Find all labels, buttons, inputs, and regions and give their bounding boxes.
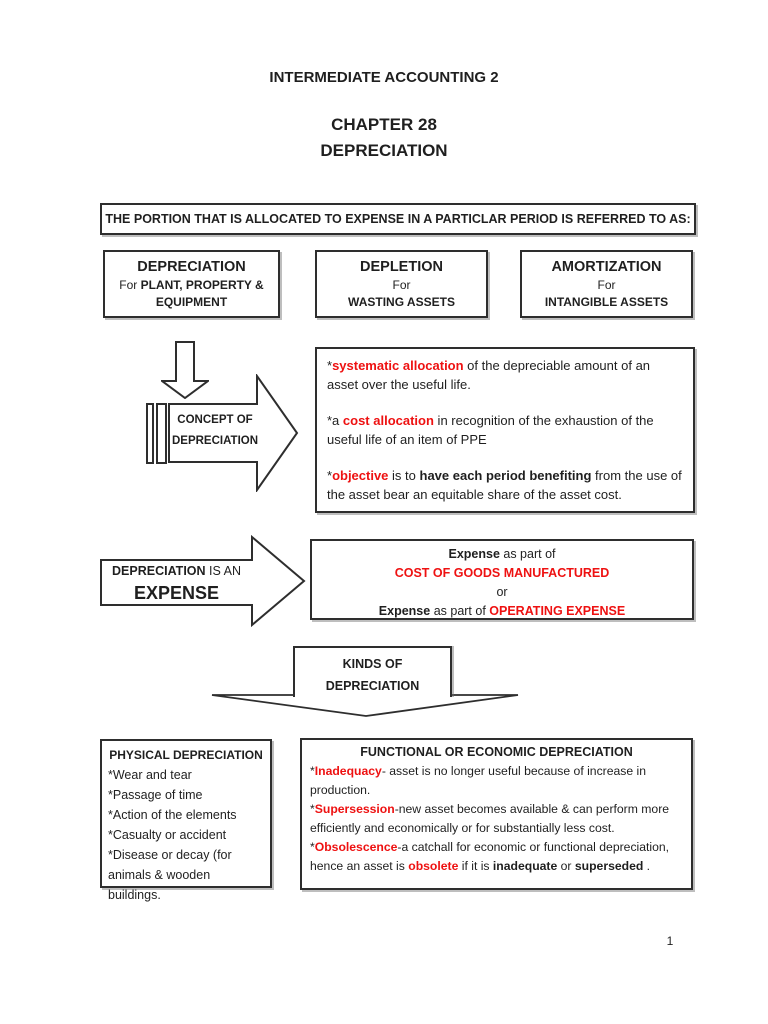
functional-item-obsolescence: *Obsolescence-a catchall for economic or…: [310, 840, 670, 873]
expense-right-arrow-icon: [100, 535, 306, 627]
down-arrow-icon: [161, 341, 209, 399]
expense-classification-line-4: Expense as part of OPERATING EXPENSE: [378, 604, 626, 618]
concept-right-arrow-icon: [146, 374, 299, 492]
term-title: DEPLETION: [360, 259, 443, 275]
concept-definition-box: *systematic allocation of the depreciabl…: [315, 347, 695, 513]
term-title: AMORTIZATION: [551, 259, 662, 275]
functional-item-supersession: *Supersession-new asset becomes availabl…: [310, 802, 670, 835]
physical-depreciation-list: *Wear and tear *Passage of time *Action …: [108, 768, 237, 902]
term-subject: For PLANT, PROPERTY & EQUIPMENT: [119, 278, 264, 309]
course-title: INTERMEDIATE ACCOUNTING 2: [269, 69, 499, 86]
functional-item-inadequacy: *Inadequacy- asset is no longer useful b…: [310, 764, 647, 797]
expense-line-2: EXPENSE: [133, 583, 220, 603]
chapter-heading: CHAPTER 28 DEPRECIATION: [0, 112, 768, 164]
expense-classification-line-2: COST OF GOODS MANUFACTURED: [394, 566, 610, 580]
concept-point-3: *objective is to have each period benefi…: [327, 468, 682, 502]
functional-depreciation-title: FUNCTIONAL OR ECONOMIC DEPRECIATION: [360, 745, 633, 759]
expense-arrow-label: DEPRECIATION IS AN EXPENSE: [101, 562, 252, 605]
concept-point-2: *a cost allocation in recognition of the…: [327, 413, 654, 447]
page-number: 1: [666, 934, 674, 948]
expense-classification-line-1: Expense as part of: [448, 547, 556, 561]
chapter-number: CHAPTER 28: [331, 115, 437, 134]
expense-classification-box: Expense as part of COST OF GOODS MANUFAC…: [310, 539, 694, 620]
chapter-title: DEPRECIATION: [320, 141, 448, 160]
physical-depreciation-title: PHYSICAL DEPRECIATION: [109, 748, 263, 762]
physical-depreciation-box: PHYSICAL DEPRECIATION *Wear and tear *Pa…: [100, 739, 272, 902]
intro-banner: THE PORTION THAT IS ALLOCATED TO EXPENSE…: [100, 203, 696, 235]
term-title: DEPRECIATION: [137, 259, 246, 275]
functional-depreciation-box: FUNCTIONAL OR ECONOMIC DEPRECIATION *Ina…: [300, 738, 693, 890]
expense-classification-line-3: or: [496, 585, 508, 599]
term-box-depreciation: DEPRECIATION For PLANT, PROPERTY & EQUIPM…: [103, 250, 280, 318]
expense-line-1: DEPRECIATION IS AN: [112, 564, 241, 578]
concept-point-1: *systematic allocation of the depreciabl…: [327, 358, 651, 392]
